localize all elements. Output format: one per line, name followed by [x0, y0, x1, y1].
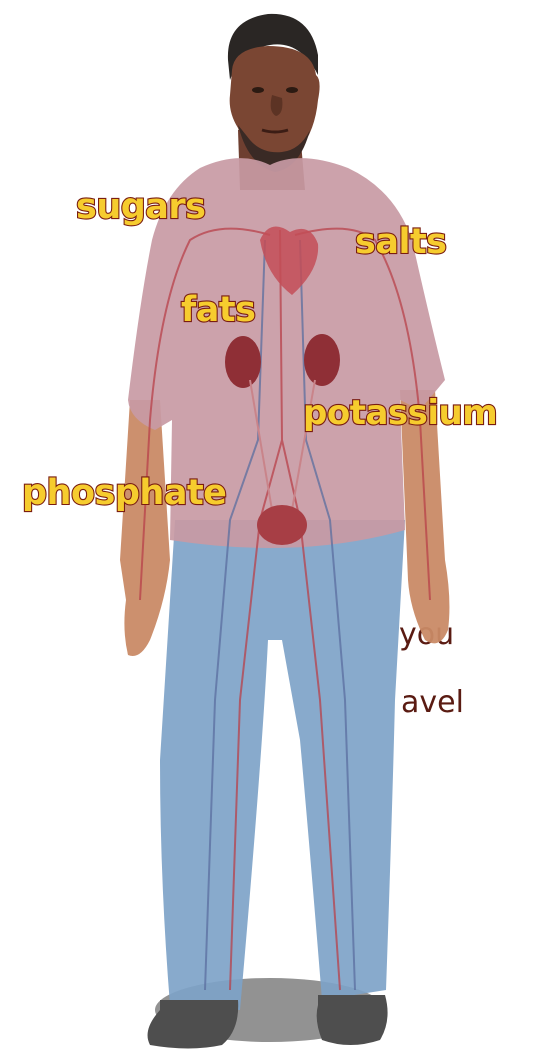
left-kidney: [225, 336, 261, 388]
right-kidney: [304, 334, 340, 386]
label-phosphate: phosphate: [22, 476, 226, 511]
label-potassium: potassium: [303, 396, 497, 430]
label-fats: fats: [181, 293, 255, 328]
right-shoe: [317, 995, 388, 1045]
label-sugars: sugars: [76, 190, 206, 225]
left-shoe: [148, 1000, 239, 1049]
bladder: [257, 505, 307, 545]
label-salts: salts: [355, 225, 447, 260]
eye-left: [252, 87, 264, 93]
eye-right: [286, 87, 298, 93]
jeans: [160, 520, 405, 1010]
